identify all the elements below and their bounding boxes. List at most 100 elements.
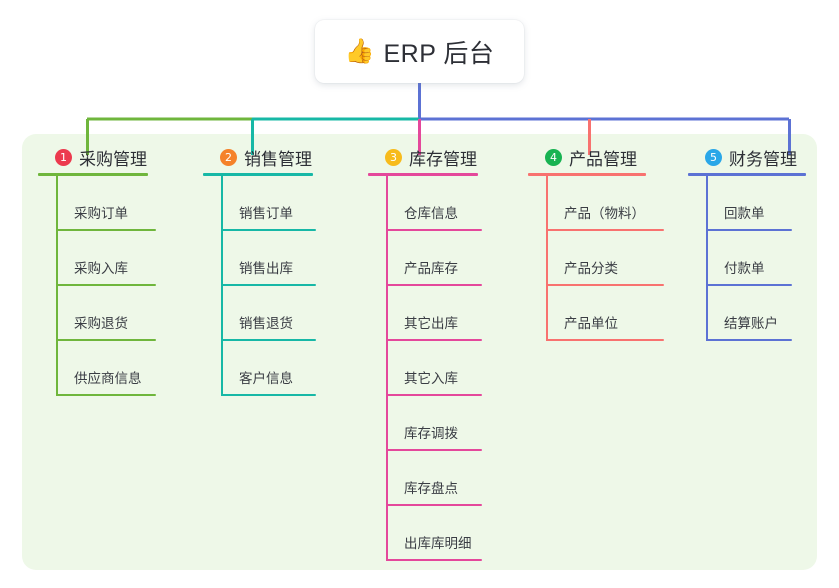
- category-item[interactable]: 采购订单: [56, 176, 183, 231]
- category-item-label: 销售订单: [239, 206, 293, 221]
- category-item-label: 销售出库: [239, 261, 293, 276]
- category-item-underline: [546, 229, 664, 231]
- category-item[interactable]: 出库库明细: [386, 506, 513, 561]
- category-item-underline: [56, 284, 156, 286]
- category-item-label: 库存调拨: [404, 426, 458, 441]
- category-item-list: 产品（物料） 产品分类产品单位: [546, 176, 673, 341]
- category-item-label: 仓库信息: [404, 206, 458, 221]
- category-header-5[interactable]: 5 财务管理: [688, 146, 833, 169]
- category-item-underline: [221, 394, 316, 396]
- category-item-label: 客户信息: [239, 371, 293, 386]
- category-item[interactable]: 其它入库: [386, 341, 513, 396]
- category-item[interactable]: 客户信息: [221, 341, 348, 396]
- category-item[interactable]: 仓库信息: [386, 176, 513, 231]
- category-item-underline: [56, 229, 156, 231]
- category-column-2: 2 销售管理销售订单销售出库销售退货客户信息: [203, 146, 348, 396]
- category-item-list: 回款单付款单结算账户: [706, 176, 833, 341]
- category-item-underline: [386, 559, 482, 561]
- category-item[interactable]: 供应商信息: [56, 341, 183, 396]
- category-underline: [688, 173, 806, 176]
- category-item-label: 回款单: [724, 206, 765, 221]
- category-header-3[interactable]: 3 库存管理: [368, 146, 513, 169]
- category-item-list: 采购订单采购入库采购退货供应商信息: [56, 176, 183, 396]
- category-item[interactable]: 其它出库: [386, 286, 513, 341]
- category-item-underline: [386, 449, 482, 451]
- category-item[interactable]: 结算账户: [706, 286, 833, 341]
- category-item-label: 采购订单: [74, 206, 128, 221]
- category-item-underline: [386, 284, 482, 286]
- category-title: 采购管理: [79, 149, 147, 169]
- category-item-label: 产品库存: [404, 261, 458, 276]
- category-item-list: 销售订单销售出库销售退货客户信息: [221, 176, 348, 396]
- category-item-label: 其它入库: [404, 371, 458, 386]
- category-item-underline: [221, 284, 316, 286]
- category-item-label: 产品（物料）: [564, 206, 645, 221]
- category-item-underline: [706, 284, 792, 286]
- category-item-label: 结算账户: [724, 316, 778, 331]
- category-number-badge: 2: [220, 148, 237, 166]
- category-underline: [203, 173, 313, 176]
- category-item-label: 其它出库: [404, 316, 458, 331]
- category-spine: [546, 176, 548, 341]
- diagram-background-panel: [22, 134, 817, 570]
- category-title: 财务管理: [729, 149, 797, 169]
- category-column-3: 3 库存管理仓库信息产品库存其它出库其它入库库存调拨库存盘点出库库明细: [368, 146, 513, 561]
- category-item-label: 采购入库: [74, 261, 128, 276]
- category-item[interactable]: 产品分类: [546, 231, 673, 286]
- category-item-underline: [221, 339, 316, 341]
- root-title: ERP 后台: [383, 39, 495, 68]
- thumbs-up-icon: 👍: [344, 37, 375, 65]
- category-item[interactable]: 库存调拨: [386, 396, 513, 451]
- category-item[interactable]: 采购退货: [56, 286, 183, 341]
- category-item[interactable]: 产品库存: [386, 231, 513, 286]
- category-number-badge: 3: [385, 148, 402, 166]
- category-column-1: 1 采购管理采购订单采购入库采购退货供应商信息: [38, 146, 183, 396]
- category-item-underline: [706, 339, 792, 341]
- category-underline: [38, 173, 148, 176]
- category-item-underline: [221, 229, 316, 231]
- root-node[interactable]: 👍 ERP 后台: [315, 20, 524, 83]
- category-underline: [368, 173, 478, 176]
- category-number-badge: 5: [705, 148, 722, 166]
- category-item-underline: [56, 394, 156, 396]
- category-item[interactable]: 回款单: [706, 176, 833, 231]
- category-title: 销售管理: [244, 149, 312, 169]
- category-item-label: 产品分类: [564, 261, 618, 276]
- category-item-underline: [56, 339, 156, 341]
- category-item[interactable]: 产品（物料）: [546, 176, 673, 231]
- category-item-label: 供应商信息: [74, 371, 142, 386]
- category-spine: [56, 176, 58, 396]
- category-item-underline: [706, 229, 792, 231]
- category-item-underline: [386, 504, 482, 506]
- category-item-label: 出库库明细: [404, 536, 472, 551]
- category-item[interactable]: 销售退货: [221, 286, 348, 341]
- category-spine: [221, 176, 223, 396]
- category-item-label: 库存盘点: [404, 481, 458, 496]
- category-spine: [706, 176, 708, 341]
- category-item[interactable]: 销售订单: [221, 176, 348, 231]
- category-column-5: 5 财务管理回款单付款单结算账户: [688, 146, 833, 341]
- category-item-label: 销售退货: [239, 316, 293, 331]
- category-item[interactable]: 销售出库: [221, 231, 348, 286]
- category-number-badge: 1: [55, 148, 72, 166]
- category-spine: [386, 176, 388, 561]
- category-item-underline: [386, 229, 482, 231]
- category-item[interactable]: 采购入库: [56, 231, 183, 286]
- category-item[interactable]: 产品单位: [546, 286, 673, 341]
- category-item-label: 采购退货: [74, 316, 128, 331]
- category-item-underline: [546, 284, 664, 286]
- category-header-1[interactable]: 1 采购管理: [38, 146, 183, 169]
- category-item-label: 产品单位: [564, 316, 618, 331]
- category-item-underline: [386, 339, 482, 341]
- category-header-2[interactable]: 2 销售管理: [203, 146, 348, 169]
- category-item[interactable]: 付款单: [706, 231, 833, 286]
- category-title: 产品管理: [569, 149, 637, 169]
- category-title: 库存管理: [409, 149, 477, 169]
- category-item[interactable]: 库存盘点: [386, 451, 513, 506]
- category-underline: [528, 173, 646, 176]
- category-item-underline: [546, 339, 664, 341]
- category-item-underline: [386, 394, 482, 396]
